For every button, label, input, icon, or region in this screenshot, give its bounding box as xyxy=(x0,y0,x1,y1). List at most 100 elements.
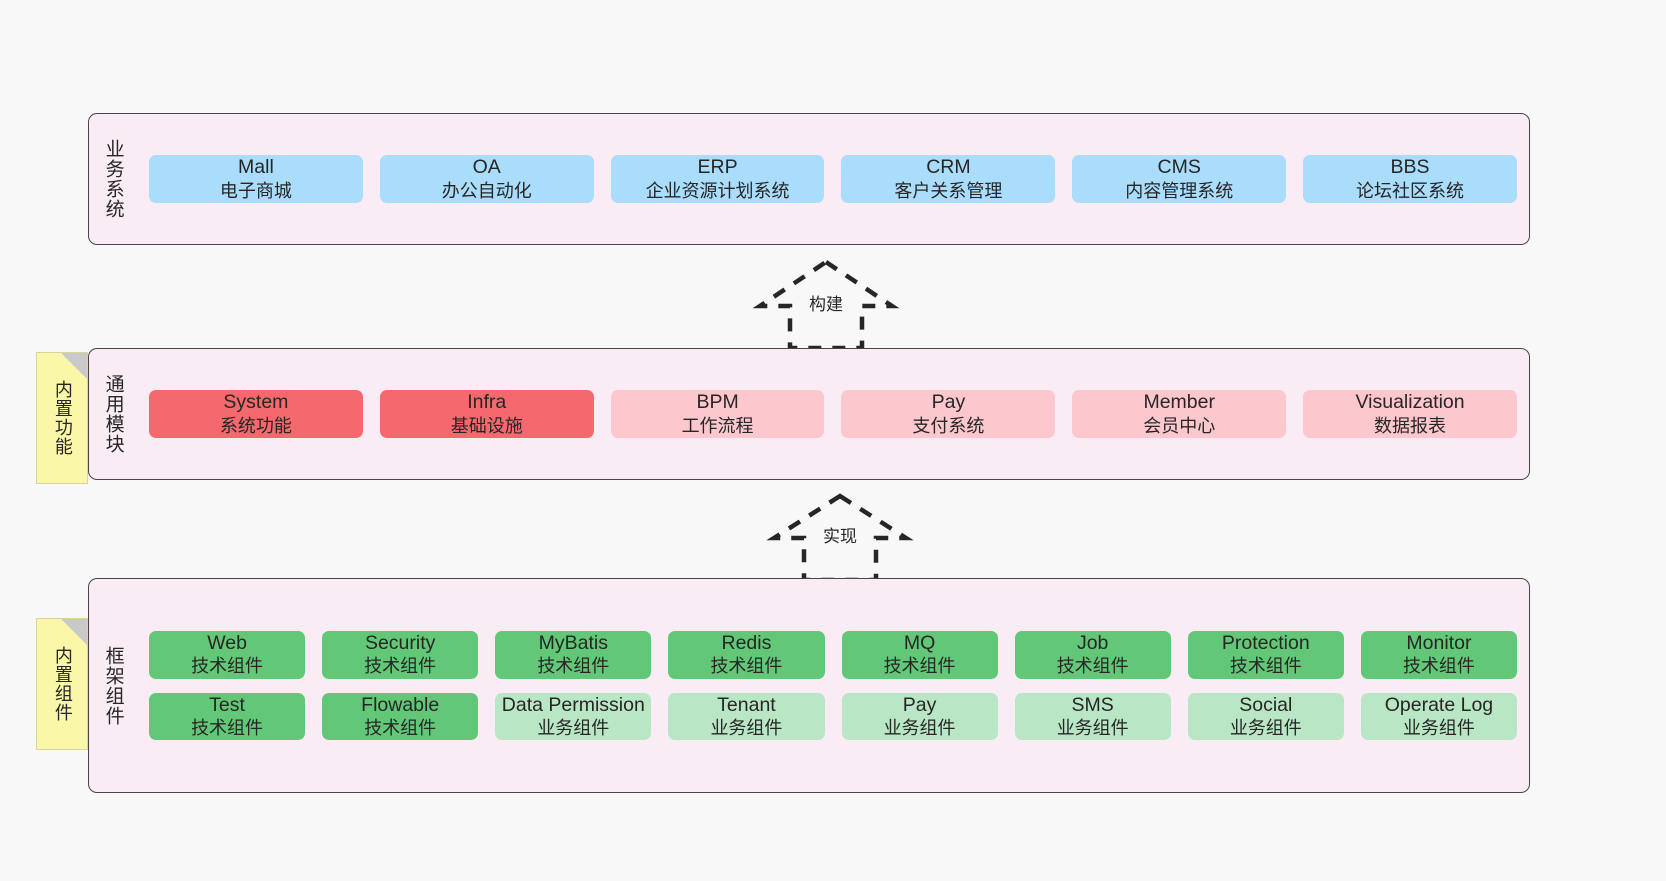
node-subtitle: 业务组件 xyxy=(537,718,610,739)
node-subtitle: 技术组件 xyxy=(1229,656,1302,677)
node-crm[interactable]: CRM 客户关系管理 xyxy=(841,155,1056,203)
node-subtitle: 工作流程 xyxy=(681,415,754,436)
node-name: CMS xyxy=(1157,156,1201,178)
node-operate-log[interactable]: Operate Log 业务组件 xyxy=(1360,692,1517,741)
note-label: 内置组件 xyxy=(52,646,73,722)
node-sms[interactable]: SMS 业务组件 xyxy=(1014,692,1171,741)
node-subtitle: 技术组件 xyxy=(191,656,264,677)
node-security[interactable]: Security 技术组件 xyxy=(322,630,479,679)
node-subtitle: 业务组件 xyxy=(883,718,956,739)
node-member[interactable]: Member 会员中心 xyxy=(1072,390,1287,438)
node-bpm[interactable]: BPM 工作流程 xyxy=(610,390,825,438)
node-name: OA xyxy=(472,156,501,178)
node-name: Security xyxy=(364,631,436,654)
note-label: 内置功能 xyxy=(52,380,73,456)
node-cms[interactable]: CMS 内容管理系统 xyxy=(1072,155,1287,203)
node-subtitle: 论坛社区系统 xyxy=(1356,180,1465,201)
node-name: MyBatis xyxy=(538,631,608,654)
node-protection[interactable]: Protection 技术组件 xyxy=(1187,630,1344,679)
node-web[interactable]: Web 技术组件 xyxy=(149,630,306,679)
node-name: Operate Log xyxy=(1384,693,1494,716)
node-visualization[interactable]: Visualization 数据报表 xyxy=(1303,390,1517,438)
layer-title-business-system: 业务系统 xyxy=(102,139,124,219)
note-builtin-function: 内置功能 xyxy=(36,352,88,484)
node-name: Data Permission xyxy=(501,693,645,716)
layer-title-framework-component: 框架组件 xyxy=(102,645,124,726)
node-subtitle: 技术组件 xyxy=(364,718,437,739)
node-infra[interactable]: Infra 基础设施 xyxy=(379,390,594,438)
node-subtitle: 业务组件 xyxy=(1056,718,1129,739)
note-builtin-component: 内置组件 xyxy=(36,618,88,750)
node-name: ERP xyxy=(697,156,738,178)
node-subtitle: 电子商城 xyxy=(219,180,292,201)
node-name: Test xyxy=(209,693,245,716)
node-row: Test 技术组件 Flowable 技术组件 Data Permission … xyxy=(149,692,1517,741)
node-flowable[interactable]: Flowable 技术组件 xyxy=(322,692,479,741)
node-mybatis[interactable]: MyBatis 技术组件 xyxy=(495,630,652,679)
node-monitor[interactable]: Monitor 技术组件 xyxy=(1360,630,1517,679)
node-name: Monitor xyxy=(1406,631,1472,654)
node-mall[interactable]: Mall 电子商城 xyxy=(149,155,363,203)
layer-business-system: 业务系统 Mall 电子商城 OA 办公自动化 ERP 企业资源计划系统 CRM… xyxy=(88,113,1530,245)
node-name: Web xyxy=(207,631,247,654)
node-name: System xyxy=(223,391,289,413)
node-subtitle: 数据报表 xyxy=(1374,415,1447,436)
node-social[interactable]: Social 业务组件 xyxy=(1187,692,1344,741)
node-mq[interactable]: MQ 技术组件 xyxy=(841,630,998,679)
node-subtitle: 会员中心 xyxy=(1143,415,1216,436)
node-subtitle: 业务组件 xyxy=(1402,718,1475,739)
node-name: Job xyxy=(1076,631,1109,654)
node-name: Tenant xyxy=(717,693,776,716)
node-subtitle: 技术组件 xyxy=(1056,656,1129,677)
node-bbs[interactable]: BBS 论坛社区系统 xyxy=(1303,155,1517,203)
node-name: Member xyxy=(1143,391,1215,413)
connector-implement-label: 实现 xyxy=(820,522,860,547)
layer-common-module: 通用模块 System 系统功能 Infra 基础设施 BPM 工作流程 Pay… xyxy=(88,348,1530,480)
node-subtitle: 企业资源计划系统 xyxy=(645,180,790,201)
node-redis[interactable]: Redis 技术组件 xyxy=(668,630,825,679)
node-name: BBS xyxy=(1390,156,1430,178)
node-name: BPM xyxy=(696,391,739,413)
node-name: Visualization xyxy=(1355,391,1465,413)
node-pay[interactable]: Pay 支付系统 xyxy=(841,390,1056,438)
node-subtitle: 内容管理系统 xyxy=(1125,180,1234,201)
node-subtitle: 技术组件 xyxy=(191,718,264,739)
node-name: Redis xyxy=(721,631,772,654)
note-fold-corner-icon xyxy=(61,353,87,379)
layer-body-common-module: System 系统功能 Infra 基础设施 BPM 工作流程 Pay 支付系统… xyxy=(137,349,1529,479)
node-tenant[interactable]: Tenant 业务组件 xyxy=(668,692,825,741)
node-data-permission[interactable]: Data Permission 业务组件 xyxy=(495,692,652,741)
node-pay-business[interactable]: Pay 业务组件 xyxy=(841,692,998,741)
node-name: SMS xyxy=(1071,693,1114,716)
node-name: Mall xyxy=(238,156,274,178)
node-job[interactable]: Job 技术组件 xyxy=(1014,630,1171,679)
node-name: Flowable xyxy=(361,693,440,716)
node-name: CRM xyxy=(926,156,971,178)
node-subtitle: 支付系统 xyxy=(912,415,985,436)
node-subtitle: 业务组件 xyxy=(1229,718,1302,739)
node-erp[interactable]: ERP 企业资源计划系统 xyxy=(610,155,825,203)
node-system[interactable]: System 系统功能 xyxy=(149,390,363,438)
node-name: Protection xyxy=(1221,631,1310,654)
node-row: Web 技术组件 Security 技术组件 MyBatis 技术组件 Redi… xyxy=(149,630,1517,679)
node-oa[interactable]: OA 办公自动化 xyxy=(379,155,594,203)
layer-body-framework-component: Web 技术组件 Security 技术组件 MyBatis 技术组件 Redi… xyxy=(137,579,1529,792)
node-subtitle: 技术组件 xyxy=(883,656,956,677)
layer-body-business-system: Mall 电子商城 OA 办公自动化 ERP 企业资源计划系统 CRM 客户关系… xyxy=(137,114,1529,244)
node-name: Pay xyxy=(931,391,966,413)
node-name: Pay xyxy=(902,693,937,716)
node-subtitle: 客户关系管理 xyxy=(894,180,1003,201)
connector-build-label: 构建 xyxy=(806,290,846,315)
layer-framework-component: 框架组件 Web 技术组件 Security 技术组件 MyBatis 技术组件… xyxy=(88,578,1530,793)
node-subtitle: 办公自动化 xyxy=(441,180,532,201)
node-name: Infra xyxy=(467,391,507,413)
connector-build-arrow xyxy=(752,259,900,351)
node-row: System 系统功能 Infra 基础设施 BPM 工作流程 Pay 支付系统… xyxy=(149,390,1517,438)
node-subtitle: 技术组件 xyxy=(364,656,437,677)
layer-title-common-module: 通用模块 xyxy=(102,374,124,454)
node-subtitle: 业务组件 xyxy=(710,718,783,739)
node-subtitle: 技术组件 xyxy=(537,656,610,677)
node-test[interactable]: Test 技术组件 xyxy=(149,692,306,741)
node-subtitle: 系统功能 xyxy=(219,415,292,436)
